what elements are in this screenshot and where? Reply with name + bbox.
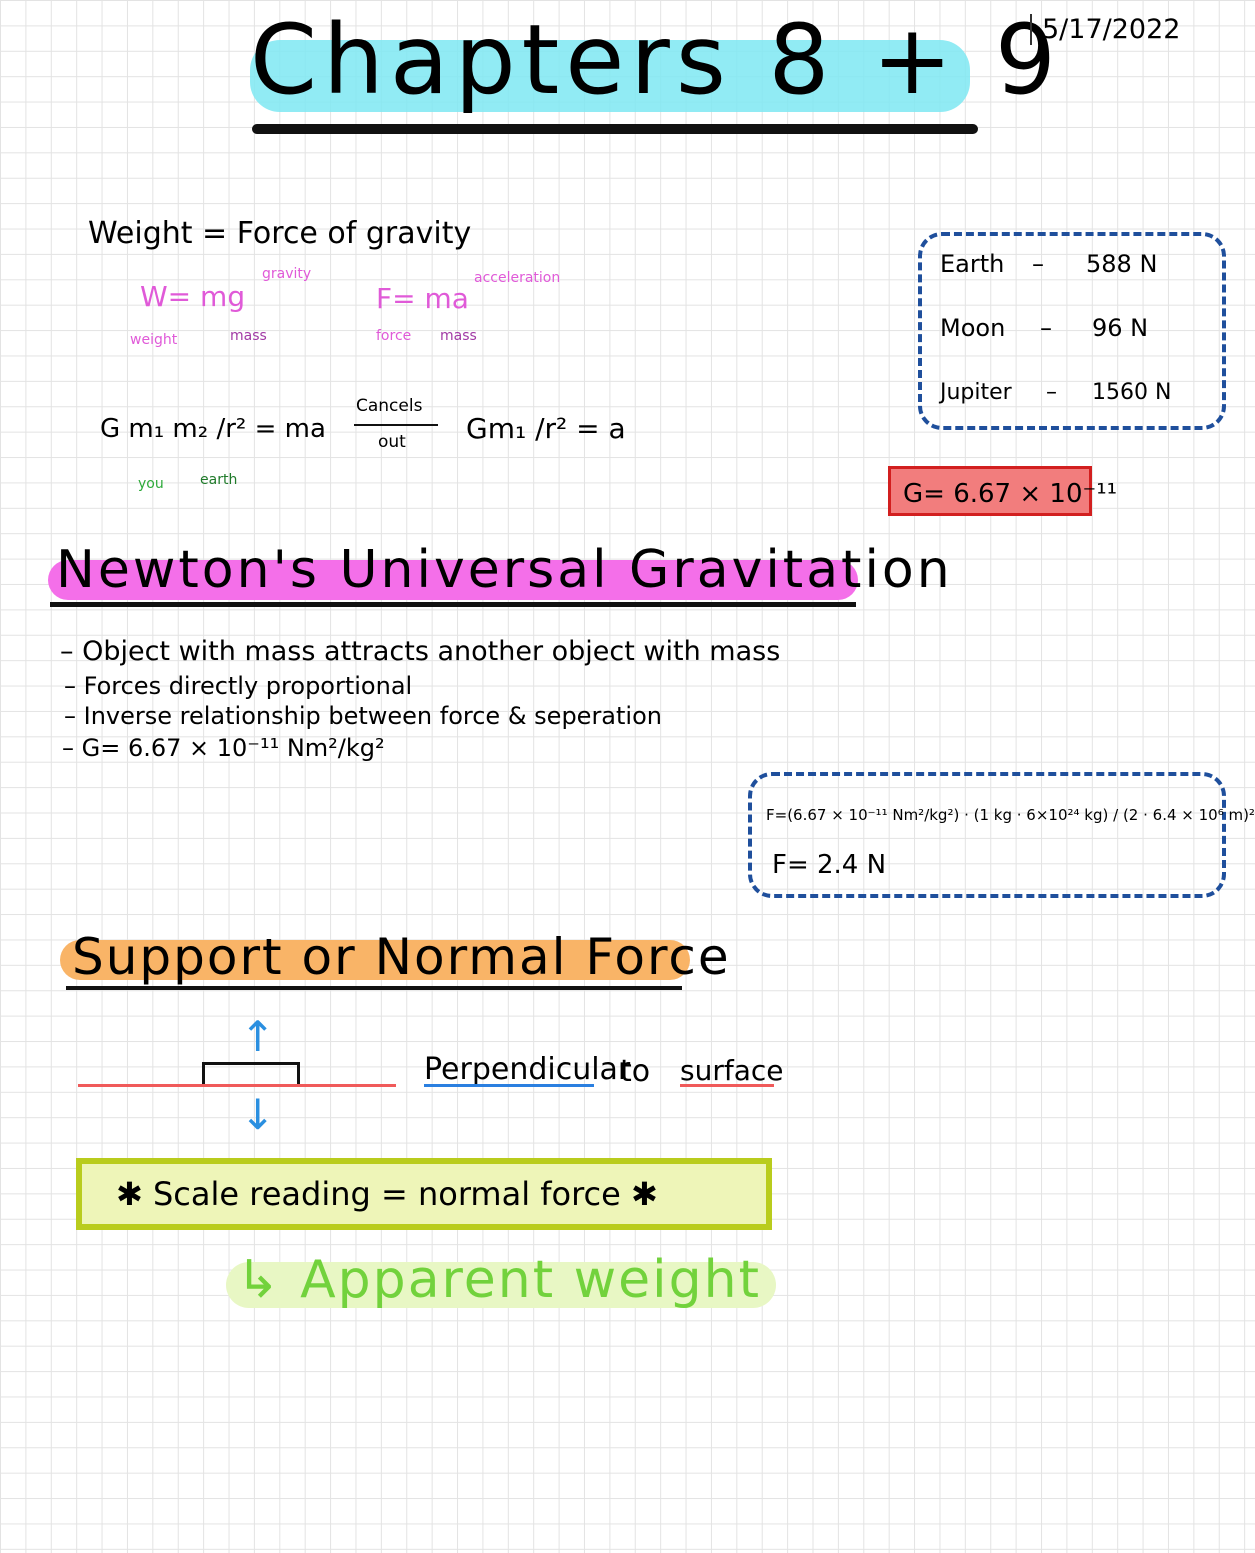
force-sub-force: force — [376, 328, 412, 344]
force-formula: F= ma — [376, 282, 469, 315]
newton-bullet-4: – G= 6.67 × 10⁻¹¹ Nm²/kg² — [62, 734, 385, 762]
weight-formula: W= mg — [140, 280, 246, 313]
weight-definition: Weight = Force of gravity — [88, 216, 472, 251]
cancels-label: Cancels — [356, 396, 423, 416]
newton-bullet-3: – Inverse relationship between force & s… — [64, 702, 662, 730]
planet-earth: Earth — [940, 250, 1005, 278]
calculation-box — [748, 772, 1226, 898]
dash-jupiter: – — [1046, 380, 1057, 405]
scale-reading-box: ✱ Scale reading = normal force ✱ — [76, 1158, 772, 1230]
block-on-surface — [202, 1062, 300, 1086]
date-label: 5/17/2022 — [1030, 14, 1180, 45]
title-underline — [252, 124, 978, 134]
sub-earth: earth — [200, 472, 238, 488]
perpendicular-underline — [424, 1084, 594, 1087]
to-word: to — [620, 1054, 651, 1089]
support-heading: Support or Normal Force — [72, 928, 731, 986]
cancels-arrow — [354, 424, 438, 426]
apparent-weight-label: ↳ Apparent weight — [236, 1250, 761, 1310]
g-constant-box: G= 6.67 × 10⁻¹¹ — [888, 466, 1117, 516]
surface-underline — [680, 1084, 774, 1087]
planet-weights-box — [918, 232, 1226, 430]
gravitation-left: G m₁ m₂ /r² = ma — [100, 414, 326, 444]
perpendicular-word: Perpendicular — [424, 1052, 631, 1087]
newton-highlight — [48, 560, 858, 600]
force-sub-mass: mass — [440, 328, 477, 344]
page-title: Chapters 8 + 9 — [250, 4, 1062, 116]
support-highlight — [60, 940, 690, 980]
title-highlight — [250, 40, 970, 112]
planet-moon: Moon — [940, 314, 1006, 342]
dash-earth: – — [1032, 250, 1044, 278]
surface-line — [78, 1084, 396, 1087]
gravitation-right: Gm₁ /r² = a — [466, 412, 626, 445]
weight-arrow-icon: ↓ — [240, 1090, 276, 1139]
dash-moon: – — [1040, 314, 1052, 342]
newton-bullet-1: – Object with mass attracts another obje… — [60, 636, 781, 667]
weight-sub-mass: mass — [230, 328, 267, 344]
weight-sub-weight: weight — [130, 332, 178, 348]
normal-force-arrow-icon: ↑ — [240, 1012, 276, 1061]
apparent-highlight — [226, 1262, 776, 1308]
value-earth: 588 N — [1086, 250, 1158, 278]
support-underline — [66, 986, 682, 990]
force-sub-acceleration: acceleration — [474, 270, 561, 286]
newton-underline — [50, 602, 856, 607]
calc-line-2: F= 2.4 N — [772, 850, 887, 880]
planet-jupiter: Jupiter — [940, 380, 1012, 405]
weight-sub-gravity: gravity — [262, 266, 312, 282]
newton-heading: Newton's Universal Gravitation — [56, 540, 953, 600]
value-moon: 96 N — [1092, 314, 1149, 342]
surface-word: surface — [680, 1054, 784, 1087]
value-jupiter: 1560 N — [1092, 380, 1172, 405]
newton-bullet-2: – Forces directly proportional — [64, 672, 413, 700]
sub-you: you — [138, 476, 164, 492]
out-label: out — [378, 432, 406, 452]
calc-line-1: F=(6.67 × 10⁻¹¹ Nm²/kg²) · (1 kg · 6×10²… — [766, 806, 1255, 824]
